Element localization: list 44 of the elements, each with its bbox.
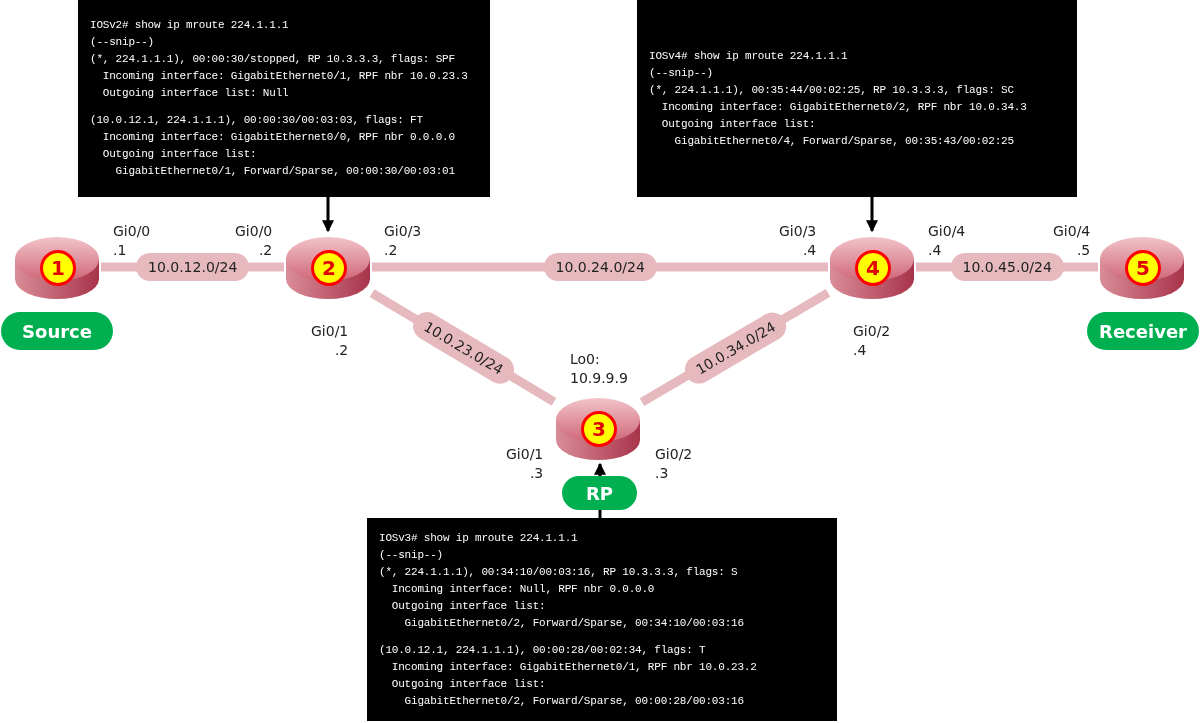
interface-label: Lo0: 10.9.9.9 [570, 350, 628, 388]
interface-label: Gi0/1 .3 [506, 445, 544, 483]
interface-label: Gi0/3 .2 [384, 222, 422, 260]
interface-label: Gi0/3 .4 [779, 222, 817, 260]
output-line: GigabitEthernet0/2, Forward/Sparse, 00:34:10/00:03:16 [403, 615, 745, 631]
output-line: Outgoing interface list: [390, 598, 547, 614]
role-badge: Receiver [1087, 312, 1199, 350]
output-line: IOSv4# show ip mroute 224.1.1.1 [649, 48, 849, 64]
output-line: Incoming interface: GigabitEthernet0/2, RPF nbr 10.0.34.3 [660, 99, 1028, 115]
output-line: Outgoing interface list: [660, 116, 817, 132]
output-line: GigabitEthernet0/2, Forward/Sparse, 00:00:28/00:03:16 [403, 693, 745, 709]
arrow [594, 462, 606, 476]
terminal-output-box [637, 0, 1077, 197]
terminal-output-box [78, 0, 490, 197]
output-line: (--snip--) [649, 65, 714, 81]
output-line: (10.0.12.1, 224.1.1.1), 00:00:28/00:02:34, flags: T [379, 642, 707, 658]
output-line: Incoming interface: GigabitEthernet0/1, RPF nbr 10.0.23.3 [101, 69, 469, 84]
role-badge: Source [1, 312, 113, 350]
edge-label: 10.0.12.0/24 [136, 253, 250, 281]
edge-label: 10.0.45.0/24 [950, 253, 1064, 281]
output-line: GigabitEthernet0/1, Forward/Sparse, 00:00:30/00:03:01 [114, 164, 456, 179]
interface-label: Gi0/2 .4 [853, 322, 891, 360]
edge-label: 10.0.24.0/24 [543, 253, 657, 281]
output-line: (--snip--) [90, 35, 155, 50]
output-line: IOSv2# show ip mroute 224.1.1.1 [90, 18, 290, 33]
terminal-output-box [367, 518, 837, 721]
output-line: (*, 224.1.1.1), 00:00:30/stopped, RP 10.3.3.3, flags: SPF [90, 52, 456, 67]
interface-label: Gi0/2 .3 [655, 445, 693, 483]
output-line: (--snip--) [379, 547, 444, 563]
output-line: (*, 224.1.1.1), 00:34:10/00:03:16, RP 10.3.3.3, flags: S [379, 564, 739, 580]
role-badge: RP [562, 476, 637, 510]
arrow [322, 197, 334, 233]
output-line: Outgoing interface list: [101, 147, 258, 162]
output-line: Outgoing interface list: Null [101, 86, 290, 101]
output-line: (*, 224.1.1.1), 00:35:44/00:02:25, RP 10.3.3.3, flags: SC [649, 82, 1015, 98]
arrow [866, 197, 878, 233]
interface-label: Gi0/1 .2 [311, 322, 349, 360]
output-line: Incoming interface: GigabitEthernet0/1, RPF nbr 10.0.23.2 [390, 659, 758, 675]
output-line: Incoming interface: GigabitEthernet0/0, RPF nbr 0.0.0.0 [101, 130, 456, 145]
output-line: IOSv3# show ip mroute 224.1.1.1 [379, 530, 579, 546]
output-line: Incoming interface: Null, RPF nbr 0.0.0.0 [390, 581, 656, 597]
output-line: (10.0.12.1, 224.1.1.1), 00:00:30/00:03:03, flags: FT [90, 113, 424, 128]
output-line: Outgoing interface list: [390, 676, 547, 692]
output-line: GigabitEthernet0/4, Forward/Sparse, 00:35:43/00:02:25 [673, 133, 1015, 149]
